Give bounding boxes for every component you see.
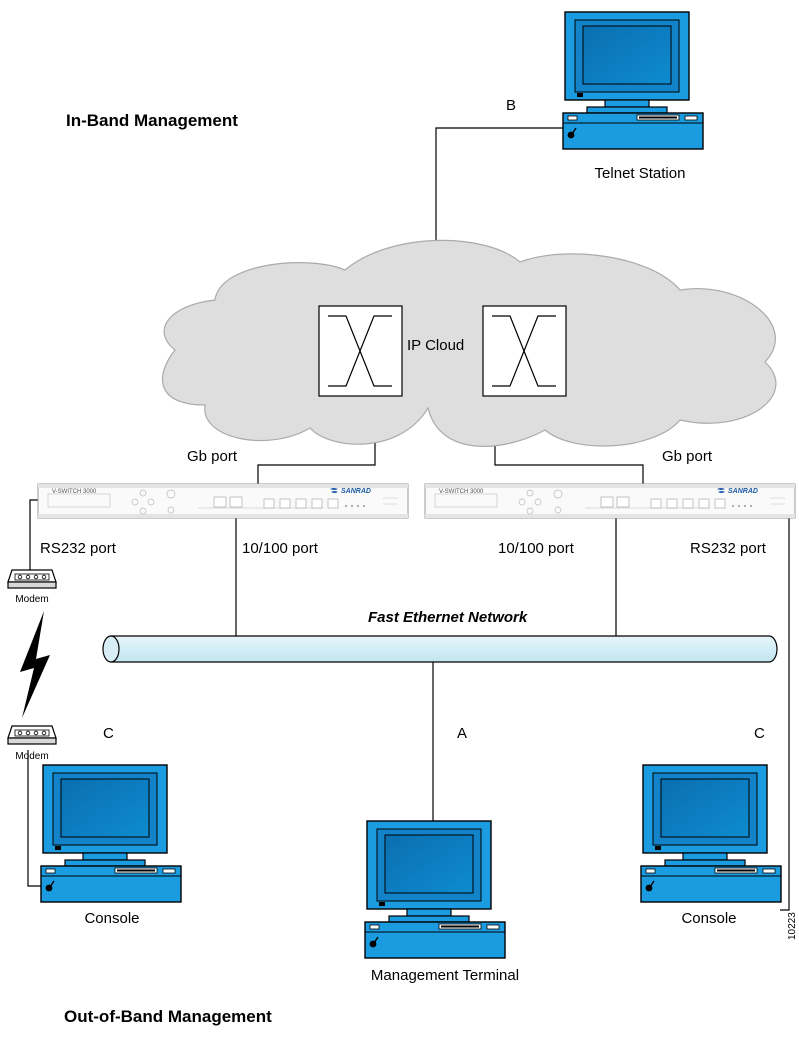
switch-left: V-SWITCH 3000 SANRAD	[37, 483, 409, 519]
figure-id: 10223	[787, 912, 798, 940]
out-of-band-title: Out-of-Band Management	[64, 1007, 272, 1026]
ip-cloud-label: IP Cloud	[407, 337, 464, 354]
modem-bottom-label: Modem	[15, 751, 48, 762]
switch-left-brand: SANRAD	[341, 488, 371, 495]
switch-right: V-SWITCH 3000 SANRAD	[424, 483, 796, 519]
gb-port-right-label: Gb port	[662, 448, 713, 465]
console-right-label: Console	[681, 910, 736, 927]
gb-port-left-label: Gb port	[187, 448, 238, 465]
management-terminal-computer	[364, 820, 506, 959]
switch-left-model: V-SWITCH 3000	[52, 489, 97, 495]
management-terminal-label: Management Terminal	[371, 967, 519, 984]
link-modem-console	[27, 750, 42, 887]
link-b	[435, 127, 565, 258]
rs232-port-right-label: RS232 port	[690, 540, 767, 557]
modem-bottom	[7, 725, 57, 745]
in-band-title: In-Band Management	[66, 111, 238, 130]
router-right-icon	[482, 305, 567, 397]
console-left-computer	[40, 764, 182, 903]
lightning-bolt-icon	[20, 611, 50, 718]
connection-letter-c-left: C	[103, 725, 114, 742]
ip-cloud: IP Cloud	[161, 239, 777, 447]
modem-top-label: Modem	[15, 594, 48, 605]
router-left-icon	[318, 305, 403, 397]
fast-ethernet-label: Fast Ethernet Network	[368, 609, 528, 626]
fast-ethernet-pipe	[102, 635, 778, 663]
fe-port-right-label: 10/100 port	[498, 540, 575, 557]
connection-letter-b: B	[506, 97, 516, 114]
switch-right-brand: SANRAD	[728, 488, 758, 495]
rs232-port-left-label: RS232 port	[40, 540, 117, 557]
fe-port-left-label: 10/100 port	[242, 540, 319, 557]
connection-letter-c-right: C	[754, 725, 765, 742]
console-right-computer	[640, 764, 782, 903]
switch-right-model: V-SWITCH 3000	[439, 489, 484, 495]
telnet-station-computer	[562, 11, 704, 150]
telnet-station-label: Telnet Station	[595, 165, 686, 182]
connection-letter-a: A	[457, 725, 467, 742]
console-left-label: Console	[84, 910, 139, 927]
modem-top	[7, 569, 57, 589]
